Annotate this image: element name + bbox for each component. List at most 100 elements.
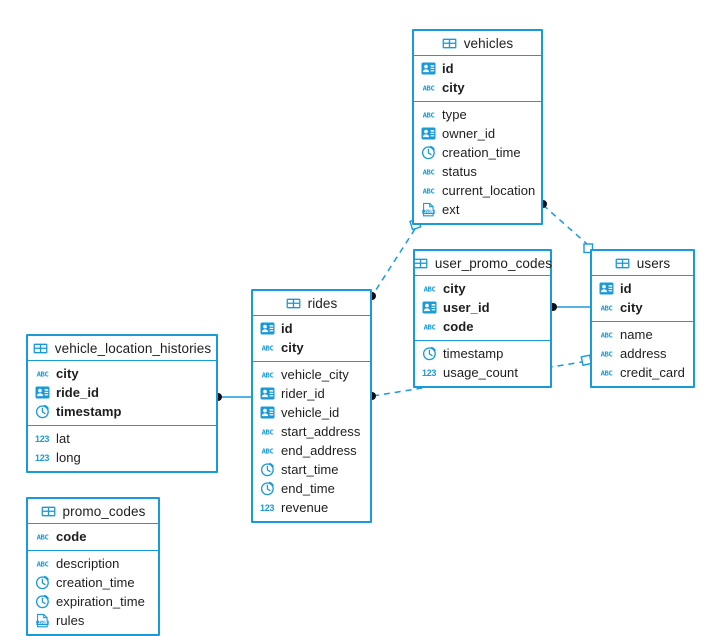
abc-icon: ABC [260,424,275,439]
id-card-icon [422,300,437,315]
column-label: end_time [281,481,335,496]
abc-icon: ABC [421,107,436,122]
column-label: rider_id [281,386,325,401]
svg-text:ABC: ABC [423,168,435,177]
id-card-icon [260,405,275,420]
column-row[interactable]: vehicle_id [253,403,370,422]
column-label: end_address [281,443,357,458]
column-row[interactable]: id [253,319,370,338]
column-row[interactable]: end_time [253,479,370,498]
column-label: creation_time [56,575,135,590]
column-label: ext [442,202,460,217]
column-label: description [56,556,120,571]
column-row[interactable]: start_time [253,460,370,479]
column-row[interactable]: ride_id [28,383,216,402]
svg-text:123: 123 [260,503,274,513]
column-row[interactable]: creation_time [414,143,541,162]
abc-icon: ABC [599,346,614,361]
column-label: city [620,300,643,315]
column-row[interactable]: rider_id [253,384,370,403]
clock-icon [421,145,436,160]
svg-text:ABC: ABC [423,84,435,93]
column-row[interactable]: expiration_time [28,592,158,611]
column-label: timestamp [56,404,122,419]
column-row[interactable]: creation_time [28,573,158,592]
svg-text:ABC: ABC [601,369,613,378]
table-header[interactable]: vehicle_location_histories [28,336,216,361]
column-row[interactable]: timestamp [28,402,216,421]
column-label: owner_id [442,126,496,141]
rel-vehicles-users[interactable] [539,200,594,254]
svg-text:JSON: JSON [424,209,434,214]
json-file-icon: JSON [421,202,436,217]
table-icon [286,296,301,311]
svg-text:ABC: ABC [601,350,613,359]
svg-text:ABC: ABC [37,533,49,542]
table-name: rides [307,295,338,311]
column-row[interactable]: id [592,279,693,298]
abc-icon: ABC [422,281,437,296]
table-icon [615,256,630,271]
column-label: city [281,340,304,355]
table-header[interactable]: rides [253,291,370,316]
column-row[interactable]: id [414,59,541,78]
svg-text:JSON: JSON [38,620,48,625]
abc-icon: ABC [260,367,275,382]
rel-rides-vehicle-location-histories[interactable] [214,393,251,401]
column-row[interactable]: user_id [415,298,550,317]
abc-icon: ABC [422,319,437,334]
svg-text:ABC: ABC [423,187,435,196]
svg-text:123: 123 [35,434,49,444]
json-file-icon: JSON [35,613,50,628]
table-header[interactable]: promo_codes [28,499,158,524]
rel-user-promo-codes-users[interactable] [549,303,590,311]
table-header[interactable]: vehicles [414,31,541,56]
column-row[interactable]: timestamp [415,344,550,363]
table-name: users [636,255,671,271]
column-label: ride_id [56,385,99,400]
column-row[interactable]: JSON ext [414,200,541,219]
svg-text:ABC: ABC [262,428,274,437]
table-icon [413,256,428,271]
svg-text:ABC: ABC [601,304,613,313]
table-name: user_promo_codes [434,255,553,271]
table-header[interactable]: users [592,251,693,276]
svg-text:ABC: ABC [262,371,274,380]
column-row[interactable]: ABC city [592,298,693,317]
id-card-icon [599,281,614,296]
table-header[interactable]: user_promo_codes [413,251,553,276]
column-label: city [56,366,79,381]
column-row[interactable]: owner_id [414,124,541,143]
